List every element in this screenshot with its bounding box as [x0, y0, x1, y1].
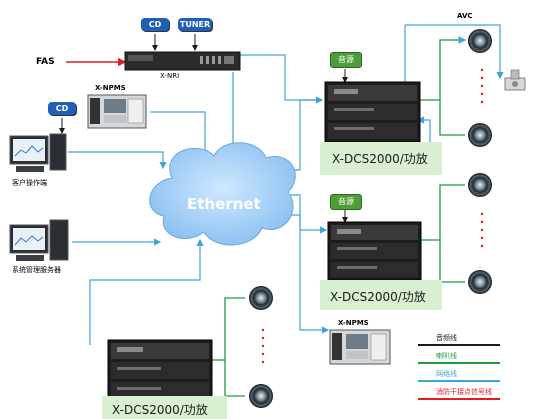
cd-chip-npms: CD — [48, 102, 76, 115]
server-pc-label: 系统管理服务器 — [12, 266, 61, 274]
legend-label: 消防干接点信号线 — [436, 388, 492, 396]
legend-label: 网络线 — [436, 370, 457, 378]
legend-label: 喇叭线 — [436, 352, 457, 360]
x-npms-bottom-device — [329, 329, 391, 365]
amp-rack-bottom — [107, 339, 213, 403]
avc-controller-icon — [504, 69, 526, 91]
speaker-icon — [249, 384, 273, 408]
ethernet-cloud — [149, 142, 296, 246]
speakers — [249, 29, 492, 408]
speaker-icon — [468, 270, 492, 294]
zone-bottom-panel — [102, 396, 227, 419]
tuner-chip-nri: TUNER — [178, 18, 212, 31]
speaker-icon — [468, 29, 492, 53]
fas-label: FAS — [36, 57, 55, 67]
x-npms-top-label: X-NPMS — [95, 84, 126, 92]
avc-label: AVC — [457, 12, 473, 20]
speaker-icon — [468, 123, 492, 147]
legend-line — [418, 398, 500, 400]
client-pc-label: 客户操作端 — [12, 179, 47, 187]
x-npms-top-device — [87, 94, 147, 129]
server-pc-icon — [9, 219, 69, 261]
zone-mid-label: X-DCS2000/功放 — [330, 290, 426, 304]
ethernet-label: Ethernet — [187, 195, 261, 213]
zone-top-label: X-DCS2000/功放 — [332, 152, 428, 166]
amp-rack-middle — [327, 221, 422, 281]
amp-rack-top — [324, 81, 421, 143]
legend-line — [418, 362, 500, 364]
x-npms-bottom-label: X-NPMS — [338, 319, 369, 327]
legend-line — [418, 380, 500, 382]
speaker-icon — [249, 286, 273, 310]
speaker-icon — [468, 173, 492, 197]
cd-chip-nri: CD — [141, 18, 169, 31]
audio-source-top: 音源 — [330, 52, 362, 68]
audio-lines — [59, 34, 348, 223]
legend-label: 音频线 — [436, 334, 457, 342]
audio-source-mid: 音源 — [330, 194, 362, 210]
speaker-continuation-dots — [261, 68, 484, 364]
client-pc-icon — [9, 133, 67, 172]
zone-top-panel — [320, 142, 442, 175]
zone-bottom-label: X-DCS2000/功放 — [112, 403, 208, 417]
x-nri-device — [124, 51, 241, 71]
x-nri-label: X-NRI — [160, 72, 180, 80]
zone-mid-panel — [320, 280, 442, 310]
legend-line — [418, 344, 500, 346]
